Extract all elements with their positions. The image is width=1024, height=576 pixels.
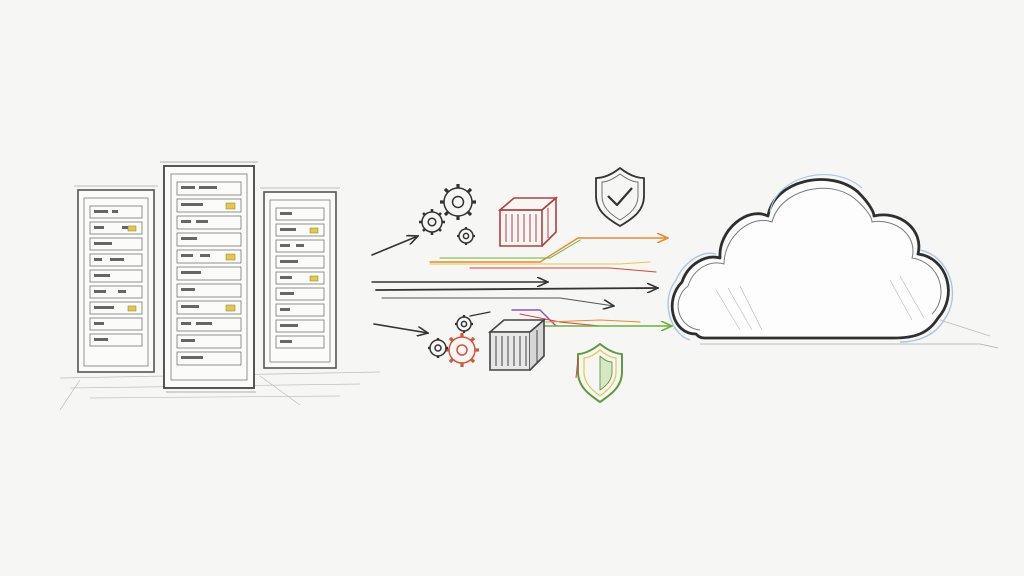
flow-line-upper-green xyxy=(439,239,581,259)
server-rack-left xyxy=(74,185,158,373)
cloud-icon xyxy=(667,174,999,349)
container-top-icon xyxy=(497,196,559,247)
flow-line-lower-purple xyxy=(511,309,557,327)
flow-line-red xyxy=(469,267,657,273)
flow-line-main xyxy=(375,288,658,290)
flow-line-lower-orange xyxy=(545,319,641,323)
shield-check-top-icon xyxy=(595,167,645,227)
flow-line-to-container-bottom xyxy=(469,311,491,317)
gears-bottom-icon xyxy=(428,315,479,367)
arrow-to-gears-top xyxy=(371,236,418,256)
container-bottom-icon xyxy=(487,318,547,371)
flow-line-yellow xyxy=(429,261,651,265)
arrow-to-gears-bottom xyxy=(373,323,428,333)
server-rack-right xyxy=(260,187,340,369)
server-rack-center xyxy=(160,161,258,393)
gears-top-icon xyxy=(419,184,476,245)
flow-line-main-lower xyxy=(381,297,614,306)
flow-line-lower-red xyxy=(519,313,601,327)
flow-arrows xyxy=(371,236,672,333)
shield-bottom-icon xyxy=(575,343,623,403)
flow-line-upper-orange xyxy=(429,238,668,263)
